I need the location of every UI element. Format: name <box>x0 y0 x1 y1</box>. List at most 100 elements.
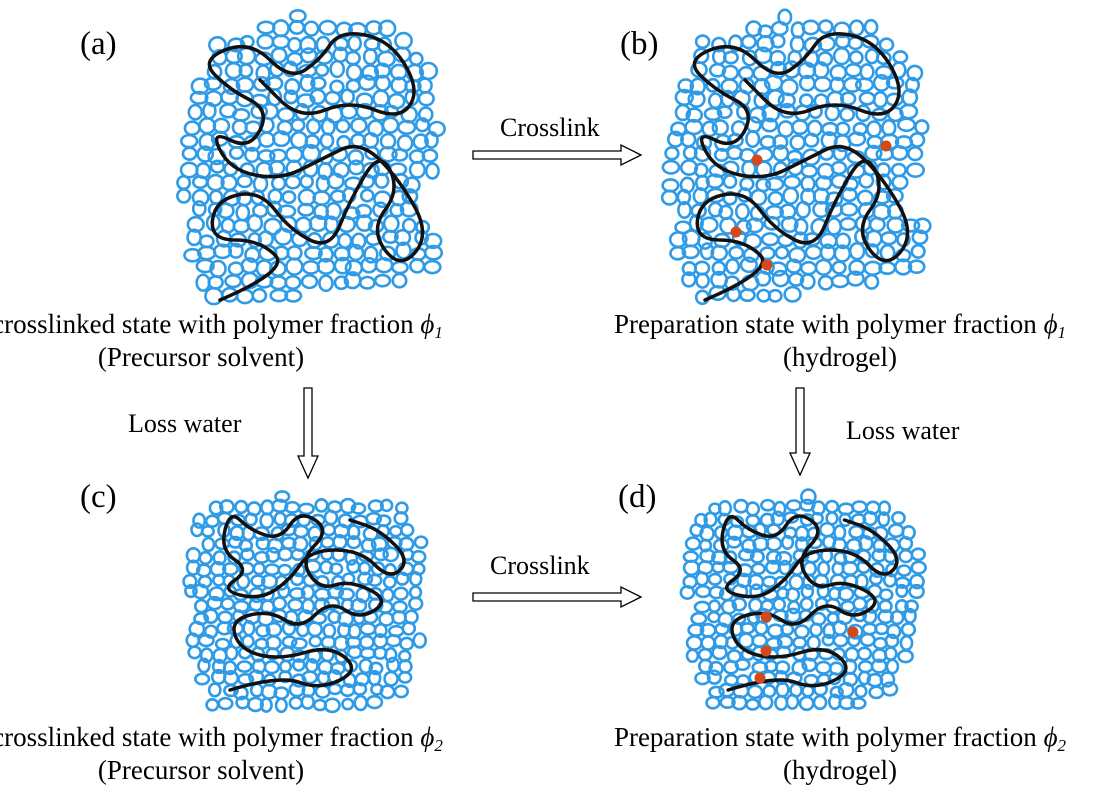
solvent-molecule <box>813 76 833 93</box>
solvent-molecule <box>703 511 718 528</box>
loss-water-right-arrow-icon <box>788 387 812 477</box>
solvent-molecule <box>829 685 844 699</box>
solvent-molecule <box>910 560 927 575</box>
solvent-molecule <box>904 599 919 614</box>
solvent-molecule <box>869 562 885 578</box>
solvent-molecule <box>408 258 426 274</box>
solvent-molecule <box>739 288 756 303</box>
solvent-molecule <box>223 683 239 698</box>
solvent-molecule <box>252 561 266 576</box>
panel-b-note: (hydrogel) <box>783 342 897 372</box>
solvent-molecule <box>186 215 205 233</box>
solvent-molecule <box>318 274 334 293</box>
solvent-molecule <box>833 524 847 541</box>
solvent-molecule <box>333 256 352 275</box>
solvent-molecule <box>201 536 216 553</box>
solvent-molecule <box>252 75 271 92</box>
solvent-molecule <box>750 562 766 576</box>
solvent-molecule <box>381 229 399 245</box>
solvent-molecule <box>817 560 831 577</box>
solvent-molecule <box>859 632 876 648</box>
solvent-molecule <box>868 572 883 586</box>
solvent-molecule <box>897 649 914 664</box>
solvent-molecule <box>352 682 368 696</box>
solvent-molecule <box>685 635 703 651</box>
solvent-molecule <box>777 92 796 109</box>
solvent-molecule <box>427 120 446 138</box>
solvent-molecule <box>198 234 215 249</box>
solvent-molecule <box>799 260 818 276</box>
solvent-molecule <box>358 275 376 290</box>
solvent-molecule <box>353 694 368 712</box>
crosslink-point <box>880 140 892 152</box>
solvent-molecule <box>669 245 687 261</box>
solvent-molecule <box>373 622 388 639</box>
solvent-molecule <box>706 669 723 685</box>
solvent-molecule <box>299 74 316 93</box>
solvent-molecule <box>252 526 271 542</box>
solvent-molecule <box>350 117 368 134</box>
solvent-molecule <box>864 144 883 162</box>
solvent-molecule <box>789 35 805 54</box>
solvent-molecule <box>359 188 375 203</box>
solvent-molecule <box>192 512 207 529</box>
solvent-molecule <box>412 632 428 649</box>
solvent-molecule <box>726 535 742 549</box>
crosslink-point <box>847 626 859 638</box>
solvent-molecule <box>269 288 289 303</box>
solvent-molecule <box>391 260 409 275</box>
solvent-molecule <box>910 243 926 259</box>
solvent-molecule <box>854 684 868 699</box>
solvent-molecule <box>661 159 681 175</box>
solvent-molecule <box>414 117 430 133</box>
solvent-molecule <box>904 76 920 94</box>
crosslink-top-arrow-icon <box>472 143 643 167</box>
solvent-molecule <box>190 77 210 95</box>
solvent-molecule <box>720 78 739 95</box>
solvent-molecule <box>197 633 215 648</box>
solvent-molecule <box>900 622 917 638</box>
solvent-molecule <box>361 64 380 81</box>
solvent-molecule <box>804 244 823 261</box>
solvent-molecule <box>684 536 702 551</box>
solvent-molecule <box>760 498 776 512</box>
solvent-molecule <box>341 697 355 711</box>
crosslink-point <box>760 611 772 623</box>
solvent-molecule <box>388 524 403 538</box>
solvent-molecule <box>339 104 358 120</box>
panel-c-caption: Uncrosslinked state with polymer fractio… <box>0 722 443 755</box>
solvent-molecule <box>339 88 355 106</box>
crosslink-bottom-arrow-icon <box>472 585 643 609</box>
solvent-molecule <box>824 499 840 514</box>
solvent-molecule <box>379 498 394 513</box>
solvent-molecule <box>365 694 384 710</box>
solvent-molecule <box>722 50 739 65</box>
solvent-molecule <box>690 611 708 626</box>
solvent-molecule <box>799 596 814 612</box>
solvent-molecule <box>378 146 398 163</box>
solvent-molecule <box>785 499 802 512</box>
solvent-molecule <box>859 63 875 81</box>
solvent-molecule <box>347 149 365 166</box>
solvent-molecule <box>337 232 353 249</box>
solvent-molecule <box>266 200 283 218</box>
solvent-molecule <box>417 90 435 107</box>
solvent-molecule <box>813 573 830 590</box>
solvent-molecule <box>694 571 710 587</box>
solvent-molecule <box>760 117 779 133</box>
panel-d-network <box>679 488 927 712</box>
solvent-molecule <box>891 510 906 526</box>
solvent-molecule <box>381 116 400 134</box>
panel-a-network <box>176 8 446 306</box>
solvent-molecule <box>257 131 276 148</box>
solvent-molecule <box>728 245 745 260</box>
solvent-molecule <box>693 600 711 614</box>
solvent-molecule <box>304 134 321 150</box>
solvent-molecule <box>800 164 819 179</box>
solvent-molecule <box>889 609 905 626</box>
solvent-molecule <box>393 511 409 526</box>
solvent-molecule <box>314 63 330 78</box>
panel-a-label: (a) <box>80 26 117 62</box>
solvent-molecule <box>885 658 900 675</box>
solvent-molecule <box>890 162 907 178</box>
